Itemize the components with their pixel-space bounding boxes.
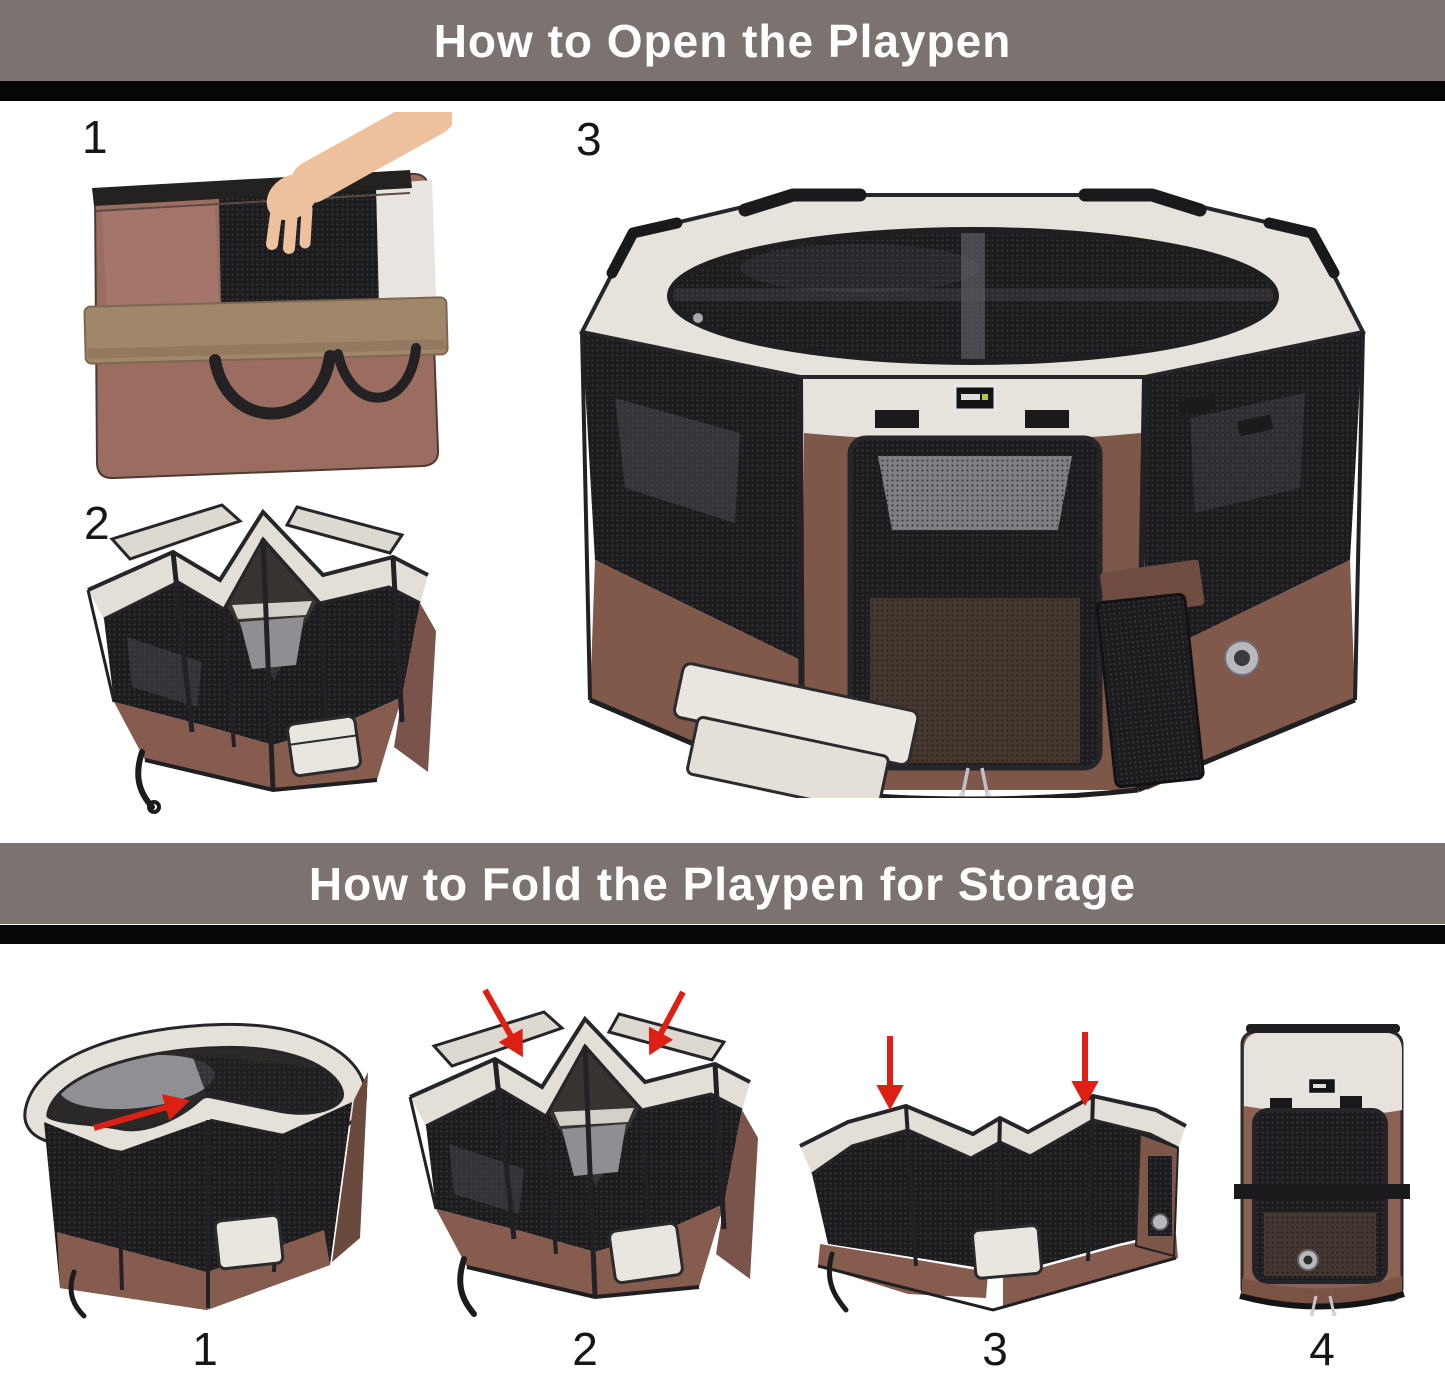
photo-playpen-half-unfolded <box>86 503 436 814</box>
red-arrow-right <box>648 990 686 1056</box>
fold-step-2-number: 2 <box>572 1323 598 1375</box>
velcro-tab-left <box>875 410 919 428</box>
white-pocket <box>673 662 920 798</box>
flattened-playpen <box>799 1093 1187 1313</box>
velcro-tab-right <box>1025 410 1069 428</box>
banner-fold-shadow <box>0 925 1445 944</box>
photo-fold-step-3 <box>799 1032 1187 1313</box>
bag-handle <box>209 350 336 420</box>
hand <box>266 112 452 254</box>
front-left-mesh <box>582 332 800 660</box>
bag-handle-2 <box>333 343 421 403</box>
open-step-2-number: 2 <box>84 497 110 549</box>
red-arrow-left <box>482 988 523 1058</box>
open-step-3-number: 3 <box>576 113 602 165</box>
photo-fold-step-2 <box>408 988 758 1317</box>
mesh-pocket <box>1095 559 1205 788</box>
star-playpen <box>86 503 436 814</box>
fold-step-3-number: 3 <box>982 1323 1008 1375</box>
folded-flat-playpen <box>1234 1024 1410 1317</box>
open-ring-playpen <box>23 1022 368 1319</box>
carry-bag <box>83 170 449 480</box>
banner-how-to-open: How to Open the Playpen <box>0 0 1445 81</box>
bag-strap-band <box>83 296 449 365</box>
open-step-1-number: 1 <box>82 111 108 163</box>
fold-step-1-number: 1 <box>192 1323 218 1375</box>
banner-how-to-fold: How to Fold the Playpen for Storage <box>0 843 1445 924</box>
photo-fold-step-4 <box>1234 1024 1410 1317</box>
star-playpen-pressed <box>408 1010 758 1317</box>
banner-fold-title: How to Fold the Playpen for Storage <box>308 857 1137 910</box>
red-arrow-push <box>93 1094 190 1131</box>
top-rim-band <box>582 195 1363 377</box>
photo-playpen-fully-opened <box>579 188 1366 798</box>
banner-open-title: How to Open the Playpen <box>433 14 1012 67</box>
banner-open-shadow <box>0 81 1445 101</box>
photo-fold-step-1 <box>23 1022 368 1319</box>
photo-folded-playpen-carry-bag <box>83 112 452 480</box>
fold-step-4-number: 4 <box>1309 1323 1335 1375</box>
